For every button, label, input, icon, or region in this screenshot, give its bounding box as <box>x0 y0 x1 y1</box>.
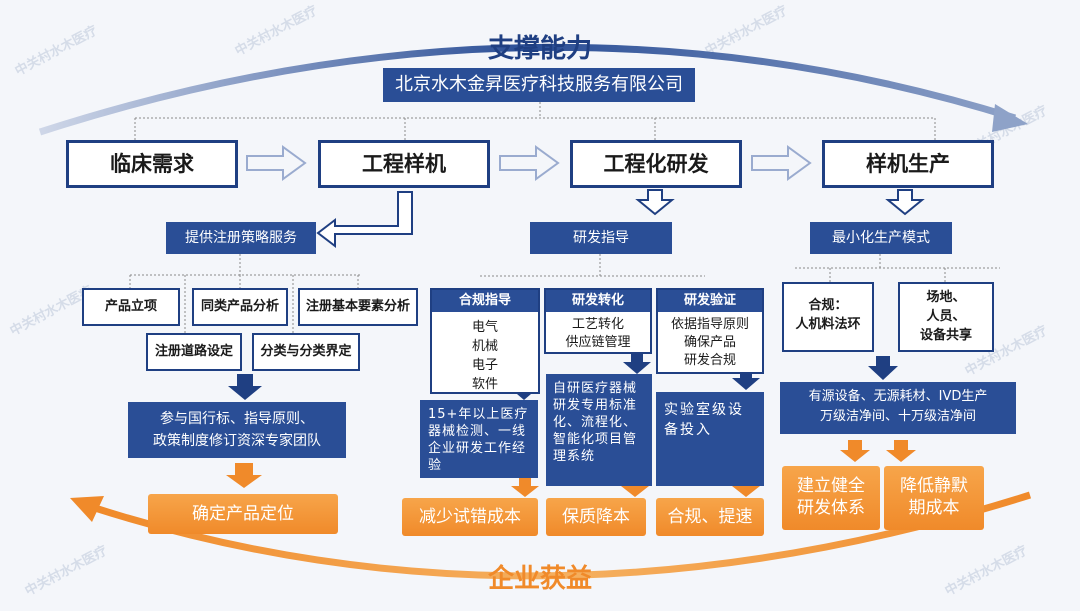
item-similar-product-analysis: 同类产品分析 <box>192 288 288 326</box>
benefit-silent-period-cost: 降低静默 期成本 <box>884 466 984 530</box>
down-arrow-right <box>885 189 925 216</box>
column-rd-verification-body: 依据指导原则 确保产品 研发合规 <box>670 317 749 368</box>
bottom-title: 企业获益 <box>487 564 592 594</box>
column-compliance: 合规指导 电气 机械 电子 软件 <box>430 288 540 394</box>
registration-strategy-service: 提供注册策略服务 <box>166 222 316 254</box>
navy-arrow-col2 <box>623 352 651 374</box>
top-title: 支撑能力 <box>487 34 592 64</box>
stage-prototype-production: 样机生产 <box>822 140 994 188</box>
orange-arrow-col2 <box>621 477 649 497</box>
item-compliance-factors: 合规： 人机料法环 <box>782 282 874 352</box>
orange-arrow-col3 <box>732 477 760 497</box>
expert-team: 参与国行标、指导原则、 政策制度修订资深专家团队 <box>128 402 346 458</box>
stage-engineering-prototype: 工程样机 <box>318 140 490 188</box>
column-rd-verification: 研发验证 依据指导原则 确保产品 研发合规 <box>656 288 764 374</box>
stage-clinical-need: 临床需求 <box>66 140 238 188</box>
benefit-compliance-speed: 合规、提速 <box>656 498 764 536</box>
benefit-reduce-trial-cost: 减少试错成本 <box>402 498 538 536</box>
stage-arrow-1 <box>246 145 307 181</box>
bottom-arc <box>93 491 1032 580</box>
bottom-arc-arrowhead <box>70 496 104 522</box>
column-compliance-body: 电气 机械 电子 软件 <box>471 320 498 392</box>
item-registration-path: 注册道路设定 <box>146 333 242 371</box>
top-arc-arrowhead <box>992 104 1028 132</box>
company-banner: 北京水木金昇医疗科技服务有限公司 <box>383 68 695 102</box>
stage-arrow-2 <box>499 145 560 181</box>
navy-arrow-left <box>228 374 262 400</box>
navy-arrow-col3 <box>732 368 760 390</box>
rd-guidance: 研发指导 <box>530 222 672 254</box>
production-facilities: 有源设备、无源耗材、IVD生产 万级洁净间、十万级洁净间 <box>780 382 1016 434</box>
item-shared-resources: 场地、 人员、 设备共享 <box>898 282 994 352</box>
orange-arrow-left <box>226 463 262 488</box>
navy-arrow-right <box>868 356 898 380</box>
item-product-initiation: 产品立项 <box>82 288 180 326</box>
minimal-production-mode: 最小化生产模式 <box>810 222 952 254</box>
orange-arrow-right-2 <box>886 440 916 462</box>
column-compliance-desc: 15+年以上医疗器械检测、一线企业研发工作经验 <box>420 400 538 478</box>
column-rd-verification-desc: 实验室级设备投入 <box>656 392 764 486</box>
benefit-quality-cost: 保质降本 <box>546 498 646 536</box>
item-registration-elements: 注册基本要素分析 <box>298 288 418 326</box>
top-arc <box>38 43 1017 136</box>
column-rd-transformation-desc: 自研医疗器械研发专用标准化、流程化、智能化项目管理系统 <box>546 374 652 486</box>
column-rd-transformation: 研发转化 工艺转化 供应链管理 <box>544 288 652 354</box>
column-rd-transformation-head: 研发转化 <box>546 290 650 312</box>
bend-arrow-left <box>316 191 413 249</box>
stage-arrow-3 <box>751 145 812 181</box>
stage-engineering-rd: 工程化研发 <box>570 140 742 188</box>
item-classification: 分类与分类界定 <box>252 333 360 371</box>
column-rd-verification-head: 研发验证 <box>658 290 762 312</box>
orange-arrow-col1 <box>511 477 539 497</box>
down-arrow-mid <box>635 189 675 216</box>
column-compliance-head: 合规指导 <box>432 290 538 312</box>
orange-arrow-right-1 <box>840 440 870 462</box>
benefit-product-positioning: 确定产品定位 <box>148 494 338 534</box>
column-rd-transformation-body: 工艺转化 供应链管理 <box>565 317 631 350</box>
benefit-rd-system: 建立健全 研发体系 <box>782 466 880 530</box>
